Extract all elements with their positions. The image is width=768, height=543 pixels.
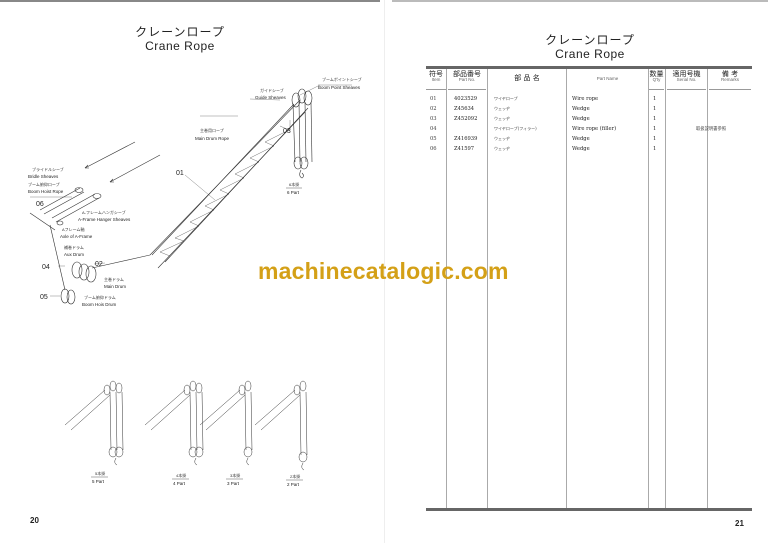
label-guide-sheaves: Guide Sheaves	[255, 95, 287, 100]
label-axle-a-frame: Axle of A-Frame	[60, 234, 93, 239]
label-5-part: 5 Part	[92, 479, 105, 484]
label-5-part-jp: 5本掛	[95, 470, 105, 476]
right-title: クレーンロープ Crane Rope	[540, 33, 640, 62]
label-2-part: 2 Part	[287, 482, 300, 487]
header-part-name-jp: 部 品 名	[514, 74, 540, 82]
page-gutter	[384, 0, 385, 543]
table-top-rule	[426, 66, 752, 69]
label-main-drum-jp: 主巻ドラム	[104, 276, 124, 282]
right-title-en: Crane Rope	[555, 46, 625, 61]
left-page	[0, 0, 384, 543]
top-edge-left	[0, 0, 380, 2]
label-aux-drum: Aux Drum	[64, 252, 84, 257]
label-boom-hoist-drum-jp: ブーム俯仰ドラム	[84, 294, 116, 300]
callout-02: 02	[95, 261, 103, 268]
table-row: 03 Z452092 ウェッヂ Wedge 1	[430, 116, 657, 122]
label-4-part: 4 Part	[173, 481, 186, 486]
right-title-jp: クレーンロープ	[545, 33, 635, 47]
label-main-drum-rope-jp: 主巻用ロープ	[200, 127, 224, 133]
table-row: 04 ワイヤロープ(フィラー) Wire rope (filler) 1 取扱説…	[430, 126, 727, 132]
label-main-drum: Main Drum	[104, 284, 126, 289]
table-row: 05 Z416939 ウェッヂ Wedge 1	[430, 136, 657, 142]
label-aux-drum-jp: 補巻ドラム	[64, 244, 84, 250]
label-6-part: 6 Part	[287, 190, 300, 195]
left-title: クレーンロープ Crane Rope	[130, 25, 230, 54]
label-boom-hoist-rope-jp: ブーム俯仰ロープ	[28, 181, 60, 187]
label-boom-hoist-drum: Boom Hois Drum	[82, 302, 117, 307]
callout-03: 03	[283, 128, 291, 135]
label-a-frame-hanger: A-Frame Hanger Sheaves	[78, 217, 131, 222]
crane-rope-diagram: 01 02 03 04 05 06 ガイドシーブ Guide Sheaves ブ…	[28, 76, 362, 487]
label-guide-sheaves-jp: ガイドシーブ	[260, 87, 284, 93]
callout-05: 05	[40, 294, 48, 301]
label-6-part-jp: 6本掛	[289, 181, 299, 187]
label-a-frame-hanger-jp: A-フレームハンガシーブ	[82, 209, 126, 215]
label-axle-a-frame-jp: Aフレーム軸	[62, 226, 85, 232]
label-4-part-jp: 4本掛	[176, 472, 186, 478]
label-boom-hoist-rope: Boom Hoist Rope	[28, 189, 64, 194]
table-bottom-rule	[426, 508, 752, 511]
table-row: 02 Z45634 ウェッヂ Wedge 1	[430, 106, 657, 112]
label-3-part: 3 Part	[227, 481, 240, 486]
left-title-en: Crane Rope	[145, 38, 215, 53]
label-main-drum-rope: Main Drum Rope	[195, 136, 230, 141]
right-page	[384, 0, 768, 543]
left-title-jp: クレーンロープ	[135, 25, 225, 39]
header-part-name: Part Name	[596, 76, 619, 81]
label-3-part-jp: 3本掛	[230, 472, 240, 478]
callout-04: 04	[42, 264, 50, 271]
callout-01: 01	[176, 170, 184, 177]
table-row: 06 Z41597 ウェッヂ Wedge 1	[430, 146, 657, 152]
label-boom-point-sheaves: Boom Point Sheaves	[318, 85, 361, 90]
table-row: 01 4023529 ワイヤロープ Wire rope 1	[430, 96, 657, 102]
label-boom-point-sheaves-jp: ブームポイントシーブ	[322, 76, 362, 82]
top-edge-right	[392, 0, 768, 2]
page-number-right: 21	[735, 519, 744, 528]
page-number-left: 20	[30, 516, 39, 525]
callout-06: 06	[36, 201, 44, 208]
watermark: machinecatalogic.com	[258, 258, 509, 284]
label-bridle-sheaves: Bridle Sheaves	[28, 174, 59, 179]
label-2-part-jp: 2本掛	[290, 473, 300, 479]
label-bridle-sheaves-jp: ブライドルシーブ	[32, 166, 64, 172]
